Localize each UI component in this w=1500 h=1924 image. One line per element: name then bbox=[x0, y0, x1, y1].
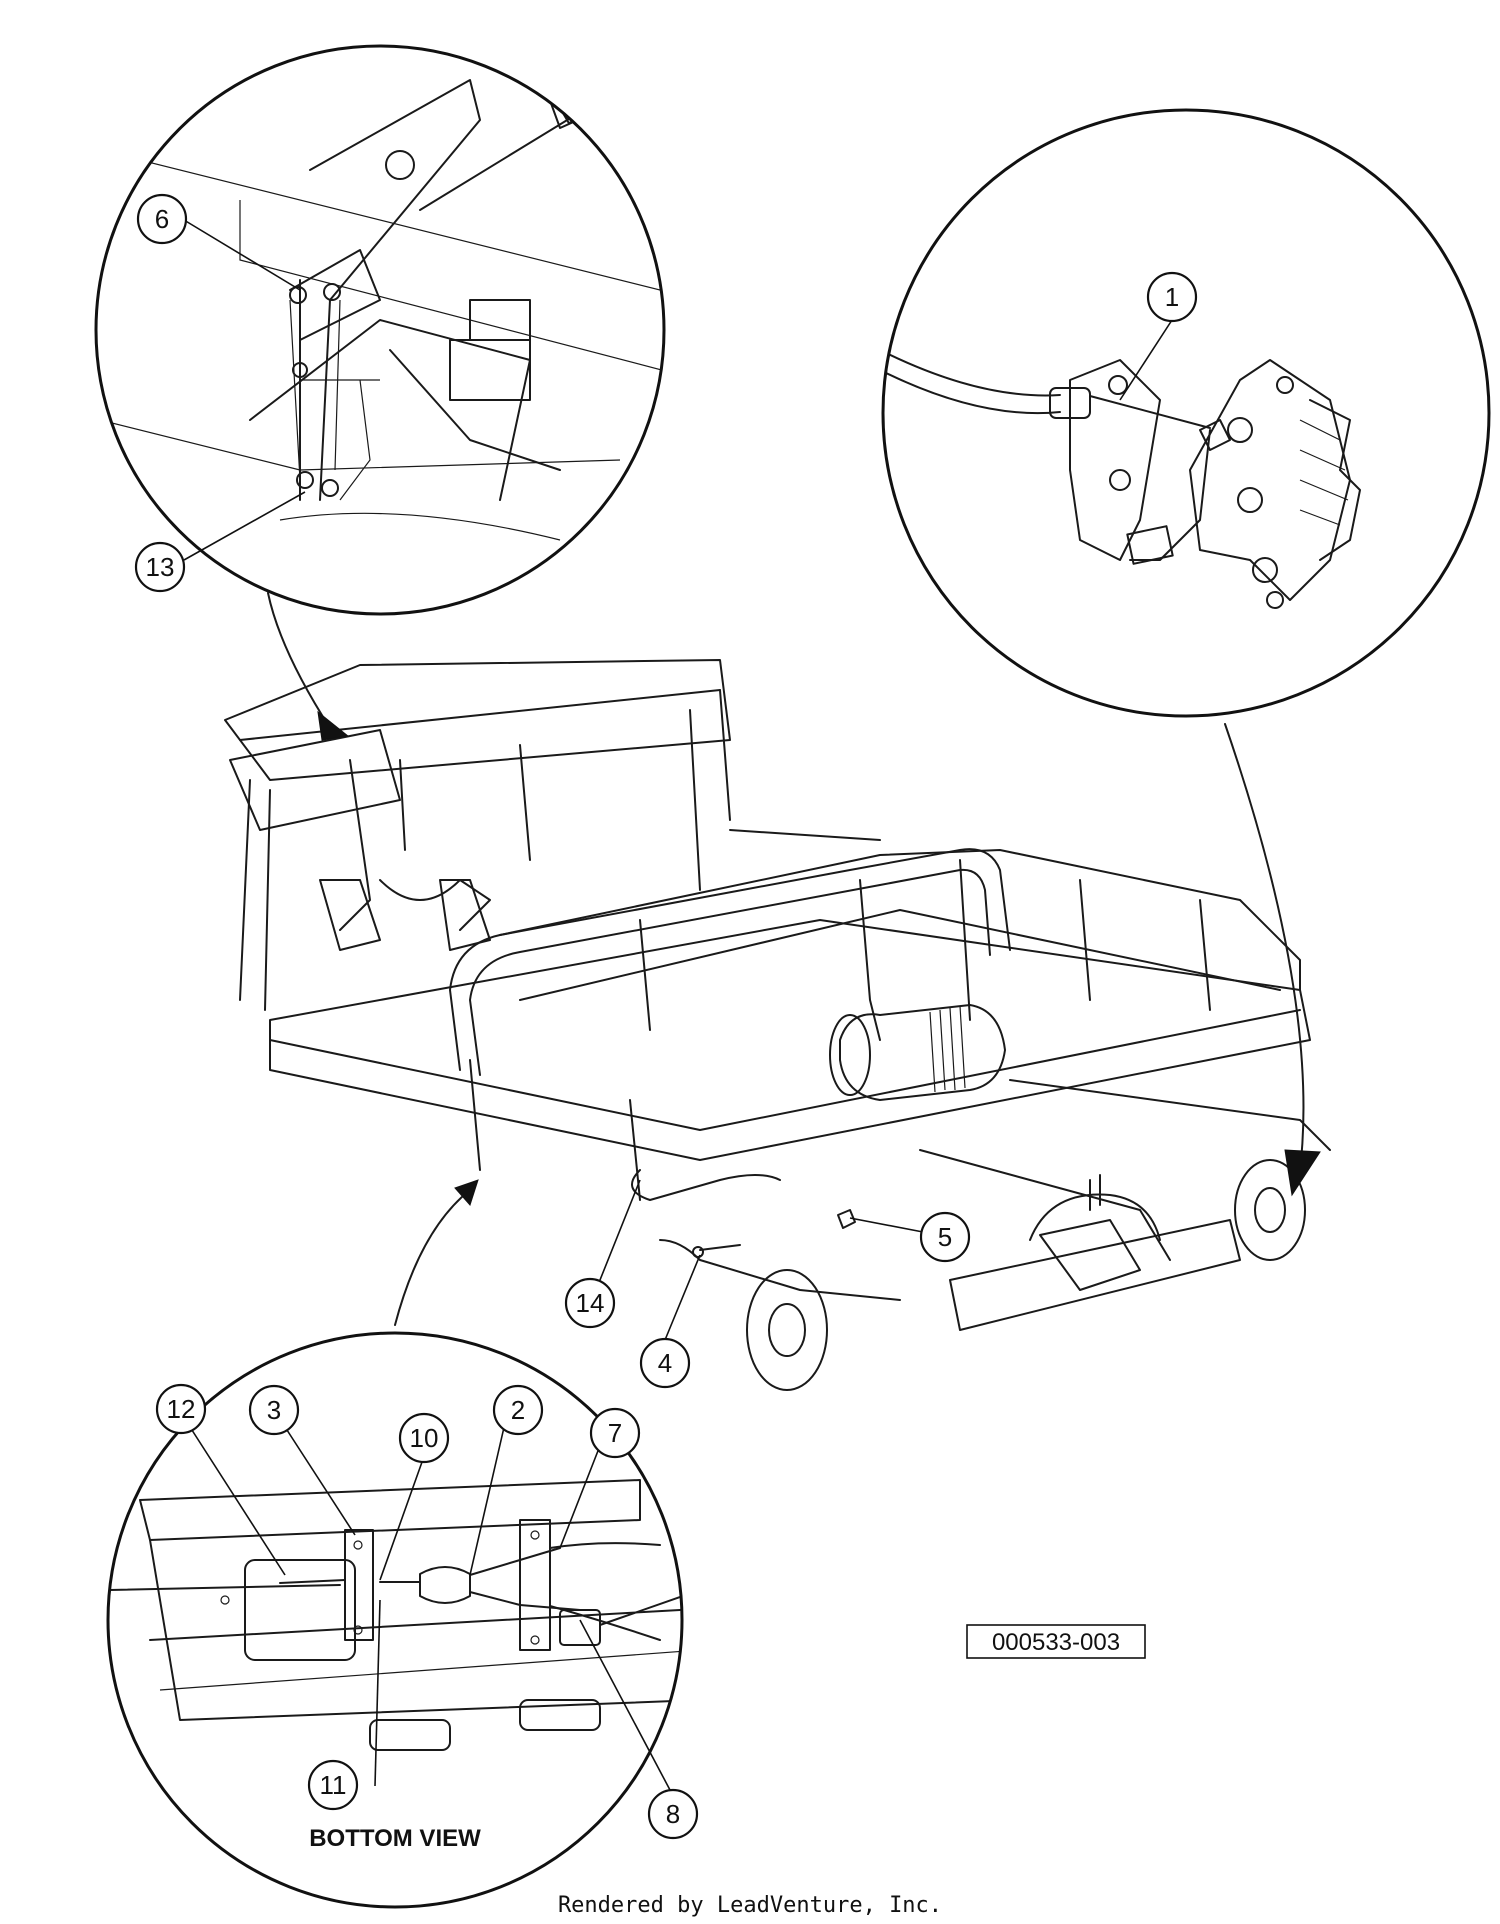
detail-view-brake-caliper bbox=[881, 108, 1491, 718]
svg-text:4: 4 bbox=[658, 1348, 672, 1378]
callout-8: 8 bbox=[647, 1788, 699, 1840]
svg-text:1: 1 bbox=[1165, 282, 1179, 312]
part-number-box: 000533-003 bbox=[966, 1624, 1146, 1659]
footer-credit: Rendered by LeadVenture, Inc. bbox=[558, 1893, 942, 1918]
bottom-view-label: BOTTOM VIEW bbox=[309, 1825, 481, 1852]
svg-text:7: 7 bbox=[608, 1418, 622, 1448]
svg-text:3: 3 bbox=[267, 1395, 281, 1425]
callout-10: 10 bbox=[398, 1412, 450, 1464]
svg-text:5: 5 bbox=[938, 1222, 952, 1252]
svg-text:12: 12 bbox=[167, 1394, 196, 1424]
callout-1: 1 bbox=[1146, 271, 1198, 323]
callout-6: 6 bbox=[136, 193, 188, 245]
callout-3: 3 bbox=[248, 1384, 300, 1436]
callout-11: 11 bbox=[307, 1759, 359, 1811]
detail-view-bottom bbox=[106, 1331, 684, 1909]
callout-12: 12 bbox=[155, 1383, 207, 1435]
svg-text:6: 6 bbox=[155, 204, 169, 234]
detail-view-pedal-assembly bbox=[94, 44, 666, 616]
chassis-main-view bbox=[224, 659, 1331, 1391]
callout-13: 13 bbox=[134, 541, 186, 593]
part-number: 000533-003 bbox=[992, 1629, 1120, 1656]
svg-text:10: 10 bbox=[410, 1423, 439, 1453]
svg-text:11: 11 bbox=[320, 1770, 347, 1800]
svg-text:14: 14 bbox=[576, 1288, 605, 1318]
callout-14: 14 bbox=[564, 1277, 616, 1329]
svg-text:8: 8 bbox=[666, 1799, 680, 1829]
pointer-arrows bbox=[267, 592, 1321, 1326]
callout-2: 2 bbox=[492, 1384, 544, 1436]
callout-5: 5 bbox=[919, 1211, 971, 1263]
callout-4: 4 bbox=[639, 1337, 691, 1389]
svg-text:13: 13 bbox=[146, 552, 175, 582]
svg-text:2: 2 bbox=[511, 1395, 525, 1425]
callout-7: 7 bbox=[589, 1407, 641, 1459]
